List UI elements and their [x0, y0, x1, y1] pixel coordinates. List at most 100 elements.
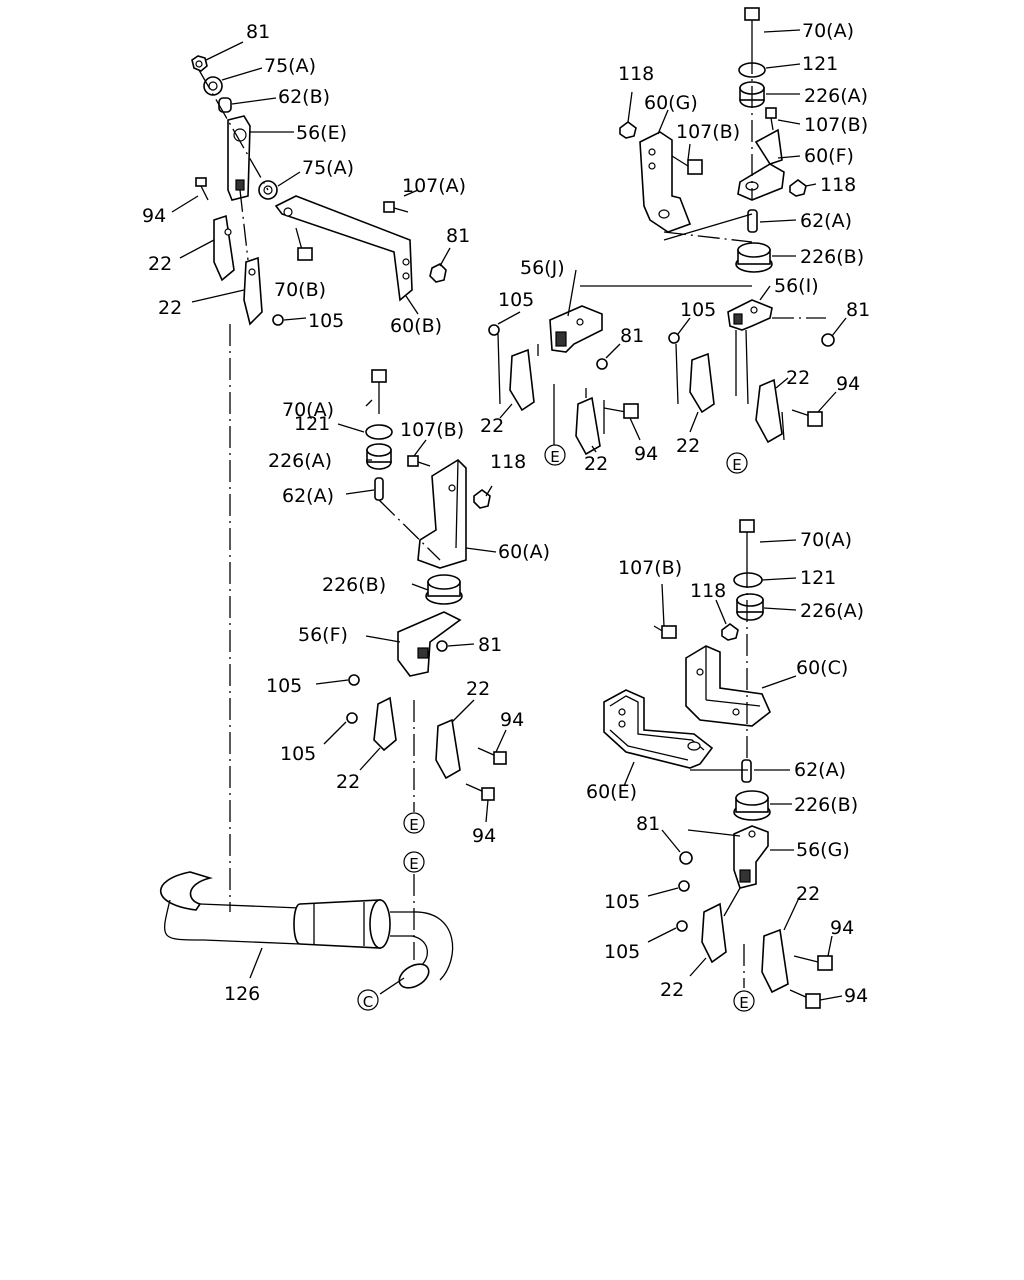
label: 75(A): [302, 157, 354, 179]
label: 22: [660, 979, 684, 1001]
bushing-226b: [735, 242, 773, 273]
label: 107(B): [618, 557, 682, 579]
label: 56(J): [520, 257, 565, 279]
label: 22: [148, 253, 172, 275]
label: 22: [796, 883, 820, 905]
nut-81: [436, 640, 448, 652]
label: 70(B): [274, 279, 326, 301]
bracket-56g: [733, 825, 769, 889]
label: 22: [480, 415, 504, 437]
sleeve-62a: [374, 477, 384, 501]
nut-81: [191, 55, 208, 72]
ref-marker-e-1: E: [544, 444, 566, 466]
label: 105: [308, 310, 344, 332]
label: 22: [466, 678, 490, 700]
label: 81: [446, 225, 470, 247]
bolt-94-lower: [789, 989, 821, 1009]
nut-105: [488, 324, 500, 336]
bushing-226b: [733, 790, 771, 821]
part-labels: 81 75(A) 62(B) 56(E) 75(A) 94 22 22 70(B…: [142, 20, 870, 1007]
label: 105: [280, 743, 316, 765]
bracket-56e: [227, 115, 251, 201]
bushing-226a: [366, 443, 392, 470]
svg-text:E: E: [739, 994, 748, 1012]
label: 60(F): [804, 145, 854, 167]
label: 126: [224, 983, 260, 1005]
svg-text:E: E: [732, 456, 741, 474]
label: 81: [620, 325, 644, 347]
label: 105: [604, 941, 640, 963]
nut-118: [721, 623, 739, 641]
bolt-94: [603, 403, 639, 419]
clamp-22-left: [701, 902, 727, 964]
sleeve-62a: [741, 759, 752, 783]
nut-105: [272, 314, 284, 326]
nut-105: [678, 880, 690, 892]
label: 56(I): [774, 275, 819, 297]
label: 226(B): [800, 246, 864, 268]
hanger-56j-group: [488, 269, 641, 456]
ref-marker-e-5: E: [733, 990, 755, 1012]
label: 94: [844, 985, 868, 1007]
label: 94: [634, 443, 658, 465]
label: 56(G): [796, 839, 850, 861]
clamp-22-left: [689, 352, 715, 414]
nut-118-right: [789, 179, 807, 197]
clamp-22-lower: [243, 256, 263, 326]
label: 56(F): [298, 624, 348, 646]
nut-81: [821, 333, 835, 347]
label: 70(A): [800, 529, 852, 551]
label: 121: [800, 567, 836, 589]
label: 105: [266, 675, 302, 697]
label: 62(A): [282, 485, 334, 507]
label: 226(A): [800, 600, 864, 622]
clamp-22-right: [435, 718, 461, 780]
clamp-22-right: [761, 928, 789, 994]
bracket-60b: [274, 195, 413, 302]
label: 107(B): [676, 121, 740, 143]
svg-text:E: E: [550, 448, 559, 466]
clamp-22-right: [575, 396, 601, 456]
label: 60(B): [390, 315, 442, 337]
svg-text:E: E: [409, 855, 418, 873]
bracket-60e: [603, 689, 714, 769]
bolt-94: [195, 177, 209, 201]
bracket-60c: [685, 645, 771, 727]
label: 105: [604, 891, 640, 913]
bracket-60a: [417, 458, 467, 569]
bolt-107b-right: [765, 107, 777, 131]
bolt-70a: [371, 369, 387, 414]
label: 70(A): [282, 399, 334, 421]
washer-121: [365, 424, 393, 440]
label: 226(B): [322, 574, 386, 596]
sleeve-62b: [218, 97, 232, 113]
clamp-22-left: [373, 696, 397, 752]
nut-105: [668, 332, 680, 344]
nut-81: [596, 358, 608, 370]
label: 107(B): [804, 114, 868, 136]
label: 81: [846, 299, 870, 321]
bracket-56i: [727, 299, 773, 331]
label: 60(E): [586, 781, 637, 803]
svg-text:C: C: [363, 993, 373, 1011]
washer-121: [733, 572, 763, 588]
label: 56(E): [296, 122, 347, 144]
nut-105-b: [676, 920, 688, 932]
label: 105: [498, 289, 534, 311]
label: 118: [618, 63, 654, 85]
nut-105: [348, 674, 360, 686]
svg-text:E: E: [409, 816, 418, 834]
bolt-70b: [295, 227, 313, 261]
ref-marker-e-4: E: [403, 851, 425, 873]
bolt-94-upper: [477, 747, 507, 765]
nut-81-b: [429, 263, 447, 283]
bushing-75a: [203, 76, 223, 96]
nut-118-left: [619, 121, 637, 139]
bracket-56f: [397, 611, 462, 677]
label: 60(A): [498, 541, 550, 563]
label: 118: [490, 451, 526, 473]
label: 22: [158, 297, 182, 319]
bushing-226b: [425, 574, 463, 605]
clamp-22-upper: [213, 214, 235, 282]
